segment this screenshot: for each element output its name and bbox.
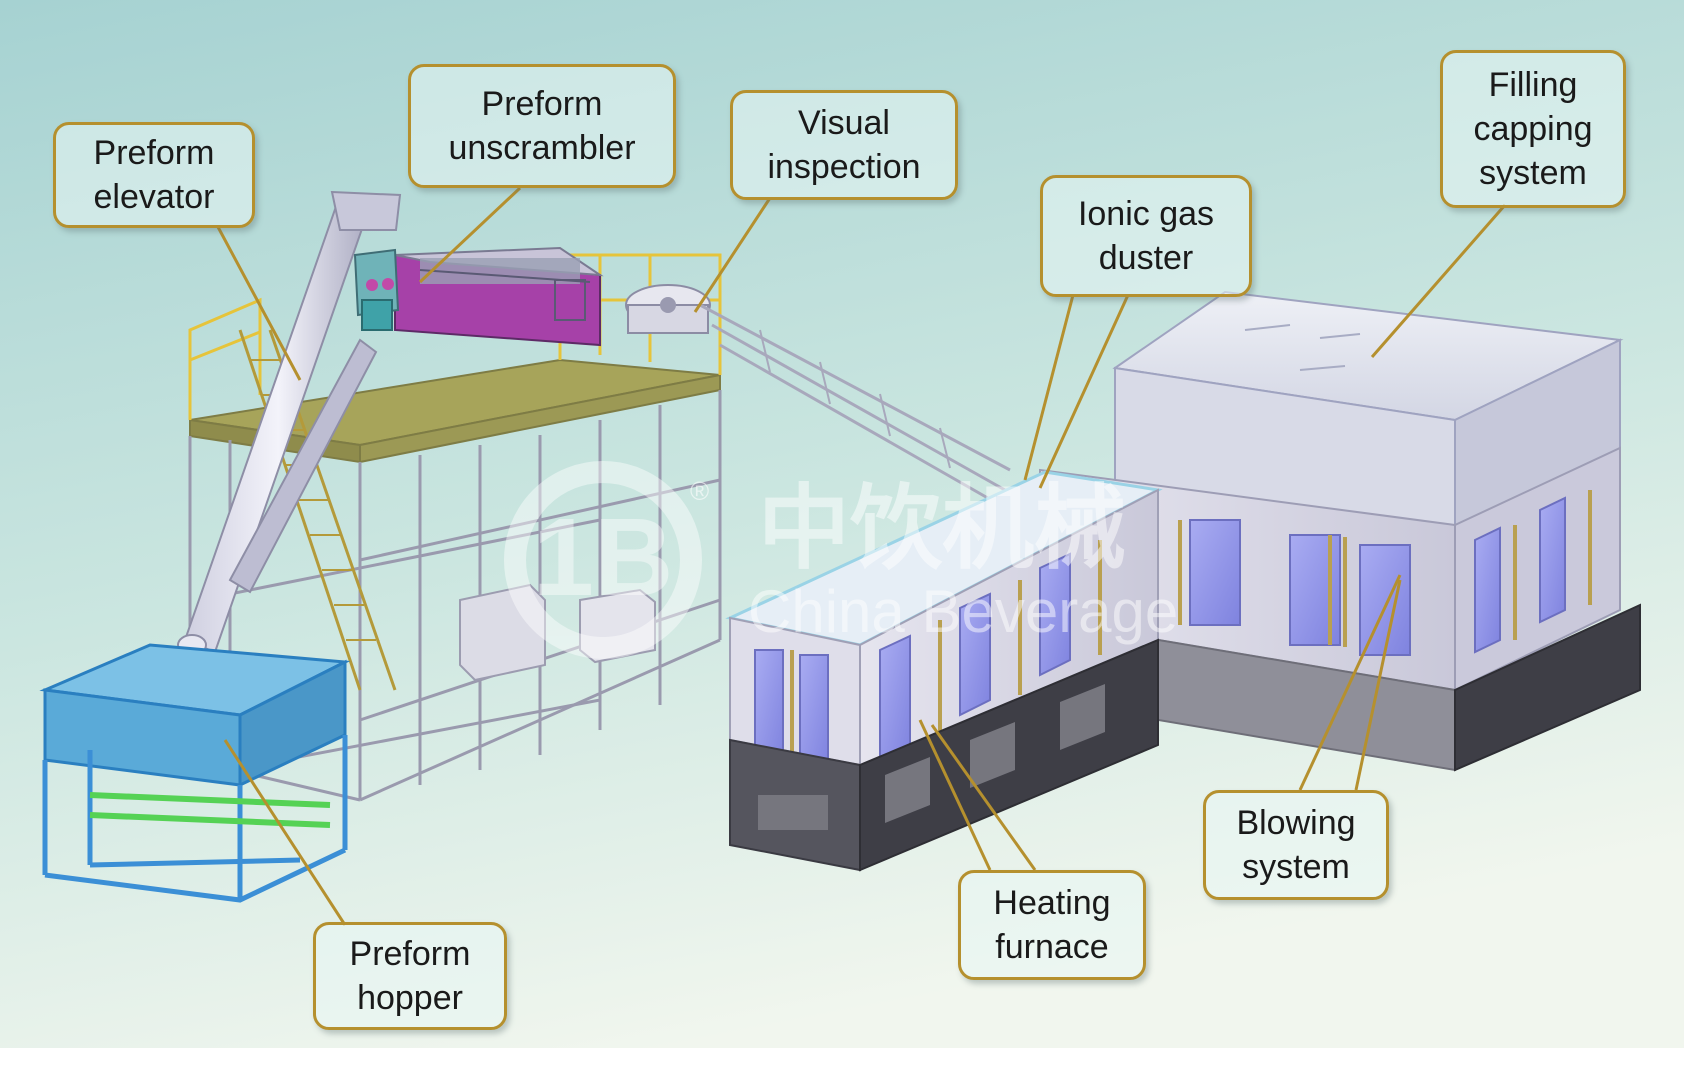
leader-filling-capping xyxy=(1370,204,1507,358)
leader-heating-2 xyxy=(930,724,1037,871)
callout-ionic-gas-duster: Ionic gas duster xyxy=(1040,175,1252,297)
callout-heating-furnace: Heating furnace xyxy=(958,870,1146,980)
leader-blowing-2 xyxy=(1354,579,1402,791)
visual-inspection-unit xyxy=(625,284,711,334)
leader-preform-elevator xyxy=(216,226,302,381)
leader-preform-hopper xyxy=(223,739,347,926)
callout-preform-hopper-line-2: hopper xyxy=(357,979,463,1017)
leader-heating-1 xyxy=(918,719,992,871)
callout-heating-furnace-line-2: furnace xyxy=(995,928,1109,966)
watermark-logo-letters: 1B xyxy=(533,496,674,619)
preform-elevator-tube xyxy=(177,190,402,656)
callout-preform-unscrambler-line-2: unscrambler xyxy=(448,129,636,167)
callout-preform-elevator-line-1: Preform xyxy=(93,134,215,172)
callout-filling-capping-line-3: system xyxy=(1479,154,1587,192)
callout-blowing-system-line-2: system xyxy=(1242,848,1350,886)
watermark-logo: 1B xyxy=(504,461,702,659)
preform-unscrambler-body xyxy=(353,246,604,347)
watermark-chinese: 中饮机械 xyxy=(758,475,1126,582)
callout-heating-furnace-line-1: Heating xyxy=(993,884,1111,922)
watermark-registered: ® xyxy=(690,476,709,506)
air-conveyor xyxy=(699,303,1011,507)
leader-preform-unscrambler xyxy=(418,186,522,284)
leader-lines xyxy=(216,186,1507,926)
callout-visual-inspection-line-2: inspection xyxy=(767,148,921,186)
leader-ionic-gas-duster-2 xyxy=(1038,294,1130,489)
leader-visual-inspection xyxy=(693,197,772,313)
callout-filling-capping-system: Filling capping system xyxy=(1440,50,1626,208)
callout-ionic-gas-duster-line-1: Ionic gas xyxy=(1077,195,1215,233)
small-machines xyxy=(459,583,656,682)
watermark-english: China Beverage xyxy=(748,578,1178,645)
callout-blowing-system: Blowing system xyxy=(1203,790,1389,900)
callout-preform-elevator-line-2: elevator xyxy=(93,178,215,216)
leader-blowing-1 xyxy=(1298,574,1402,791)
callout-filling-capping-line-2: capping xyxy=(1473,110,1593,148)
preform-hopper-body xyxy=(39,643,351,903)
callout-preform-hopper: Preform hopper xyxy=(313,922,507,1030)
callout-visual-inspection: Visual inspection xyxy=(730,90,958,200)
callout-visual-inspection-line-1: Visual xyxy=(798,104,890,142)
callout-preform-elevator: Preform elevator xyxy=(53,122,255,228)
callout-filling-capping-line-1: Filling xyxy=(1488,66,1578,104)
leader-ionic-gas-duster-1 xyxy=(1023,294,1075,481)
callout-blowing-system-line-1: Blowing xyxy=(1236,804,1356,842)
callout-preform-unscrambler-line-1: Preform xyxy=(481,85,603,123)
heating-furnace-body xyxy=(725,470,1163,872)
callout-preform-hopper-line-1: Preform xyxy=(349,935,471,973)
callout-ionic-gas-duster-line-2: duster xyxy=(1098,239,1194,277)
callout-preform-unscrambler: Preform unscrambler xyxy=(408,64,676,188)
